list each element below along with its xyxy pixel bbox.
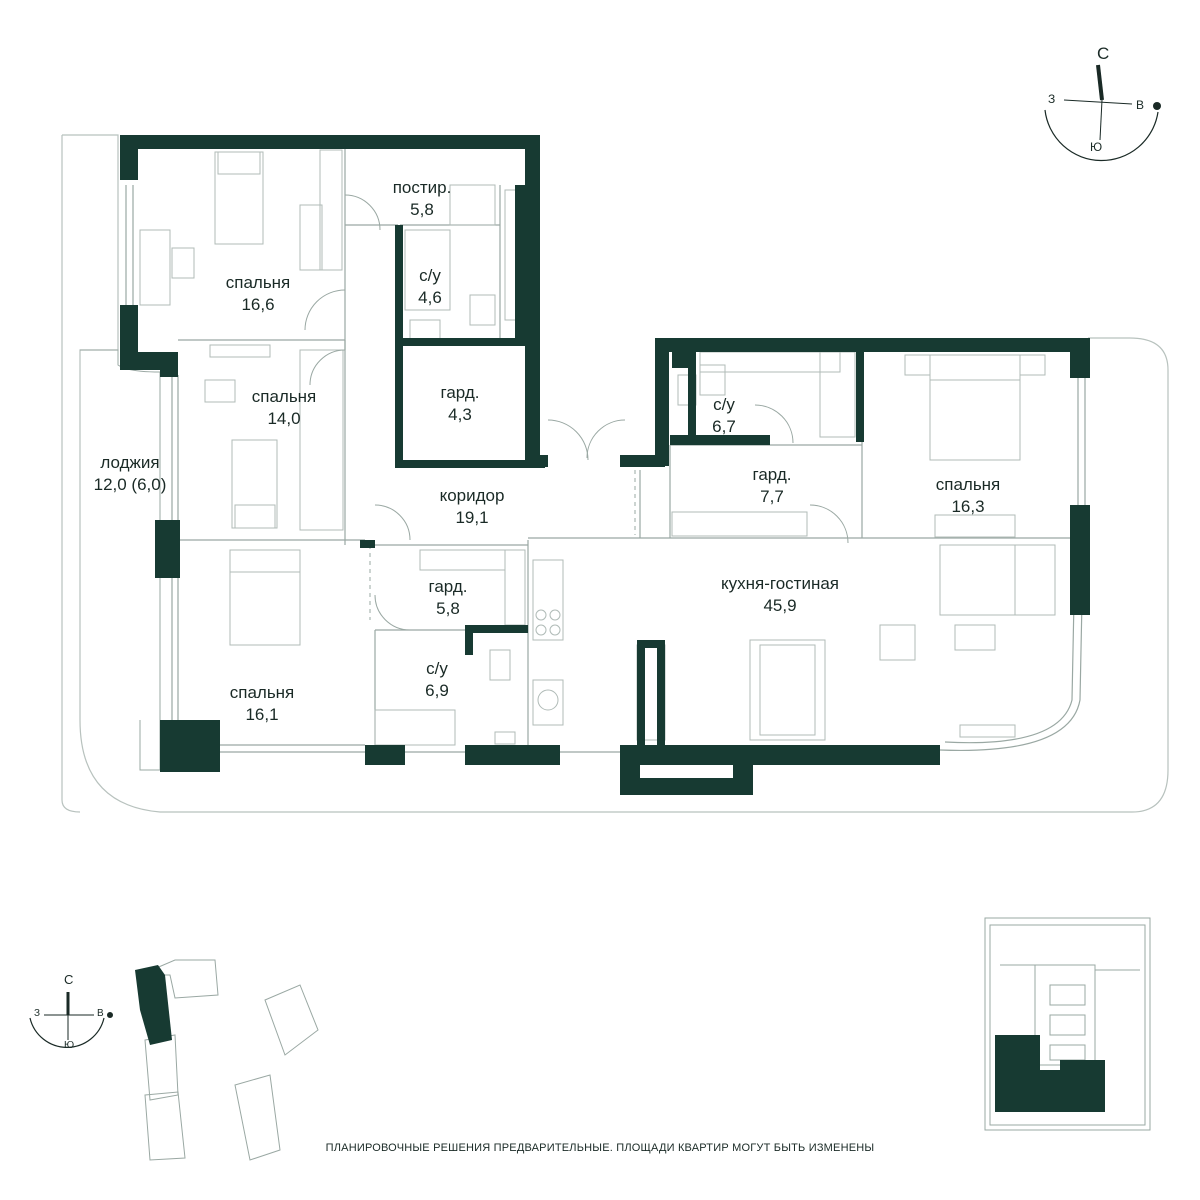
room-area: 16,3 [951,497,985,516]
room-label-bedroom-4: спальня 16,3 [936,474,1001,518]
room-name: лоджия [100,453,160,472]
room-name: постир. [392,178,452,197]
compass-east-label: В [1136,98,1145,112]
room-label-wardrobe-2: гард. 5,8 [429,576,468,620]
room-name: гард. [428,577,468,596]
room-name: с/у [426,659,448,678]
room-name: с/у [713,395,735,414]
room-area: 14,0 [267,409,301,428]
small-compass-west-label: З [34,1008,41,1019]
room-area: 16,1 [245,705,279,724]
room-area: 4,3 [448,405,472,424]
disclaimer-text: ПЛАНИРОВОЧНЫЕ РЕШЕНИЯ ПРЕДВАРИТЕЛЬНЫЕ. П… [325,1142,875,1154]
compass-south-label: Ю [1090,140,1103,154]
room-area: 16,6 [241,295,275,314]
key-plan-highlight [995,1035,1105,1112]
room-area: 7,7 [760,487,784,506]
room-label-bathroom-1: с/у 4,6 [418,265,442,309]
room-name: спальня [225,273,291,292]
room-label-bedroom-3: спальня 16,1 [230,682,295,726]
room-label-bathroom-3: с/у 6,7 [712,394,736,438]
small-compass-graphic [29,992,113,1048]
loggia-rail [80,349,161,771]
room-name: гард. [752,465,792,484]
room-name: спальня [935,475,1001,494]
small-compass-south-label: Ю [64,1040,75,1051]
room-area: 45,9 [763,596,797,615]
interior-lines [125,145,1086,753]
furniture [139,149,1056,746]
room-label-kitchen-living: кухня-гостиная 45,9 [721,573,839,617]
room-label-laundry: постир. 5,8 [393,177,452,221]
room-label-corridor: коридор 19,1 [440,485,505,529]
room-name: гард. [440,383,480,402]
small-compass-north-label: С [64,972,74,987]
room-area: 19,1 [455,508,489,527]
room-name: коридор [439,486,505,505]
room-label-bedroom-2: спальня 14,0 [252,386,317,430]
room-label-wardrobe-1: гард. 4,3 [441,382,480,426]
balcony-inner-outline [61,135,81,813]
room-area: 6,9 [425,681,449,700]
room-label-loggia: лоджия 12,0 (6,0) [94,452,167,496]
room-area: 4,6 [418,288,442,307]
compass-west-label: З [1048,92,1056,106]
room-area: 5,8 [410,200,434,219]
room-label-bedroom-1: спальня 16,6 [226,272,291,316]
room-label-bathroom-2: с/у 6,9 [425,658,449,702]
room-name: с/у [419,266,441,285]
site-plan [139,959,319,1161]
room-area: 6,7 [712,417,736,436]
room-name: кухня-гостиная [721,574,839,593]
room-area: 5,8 [436,599,460,618]
small-compass-east-label: В [97,1008,104,1019]
door-swings [304,194,849,631]
walls [120,135,1090,795]
room-area: 12,0 (6,0) [93,475,167,494]
compass-north-label: С [1097,44,1110,63]
room-label-wardrobe-3: гард. 7,7 [753,464,792,508]
site-plan-highlight [135,965,172,1045]
room-name: спальня [251,387,317,406]
room-name: спальня [229,683,295,702]
terrace-outline [62,134,1169,813]
compass-graphic [1044,64,1161,162]
